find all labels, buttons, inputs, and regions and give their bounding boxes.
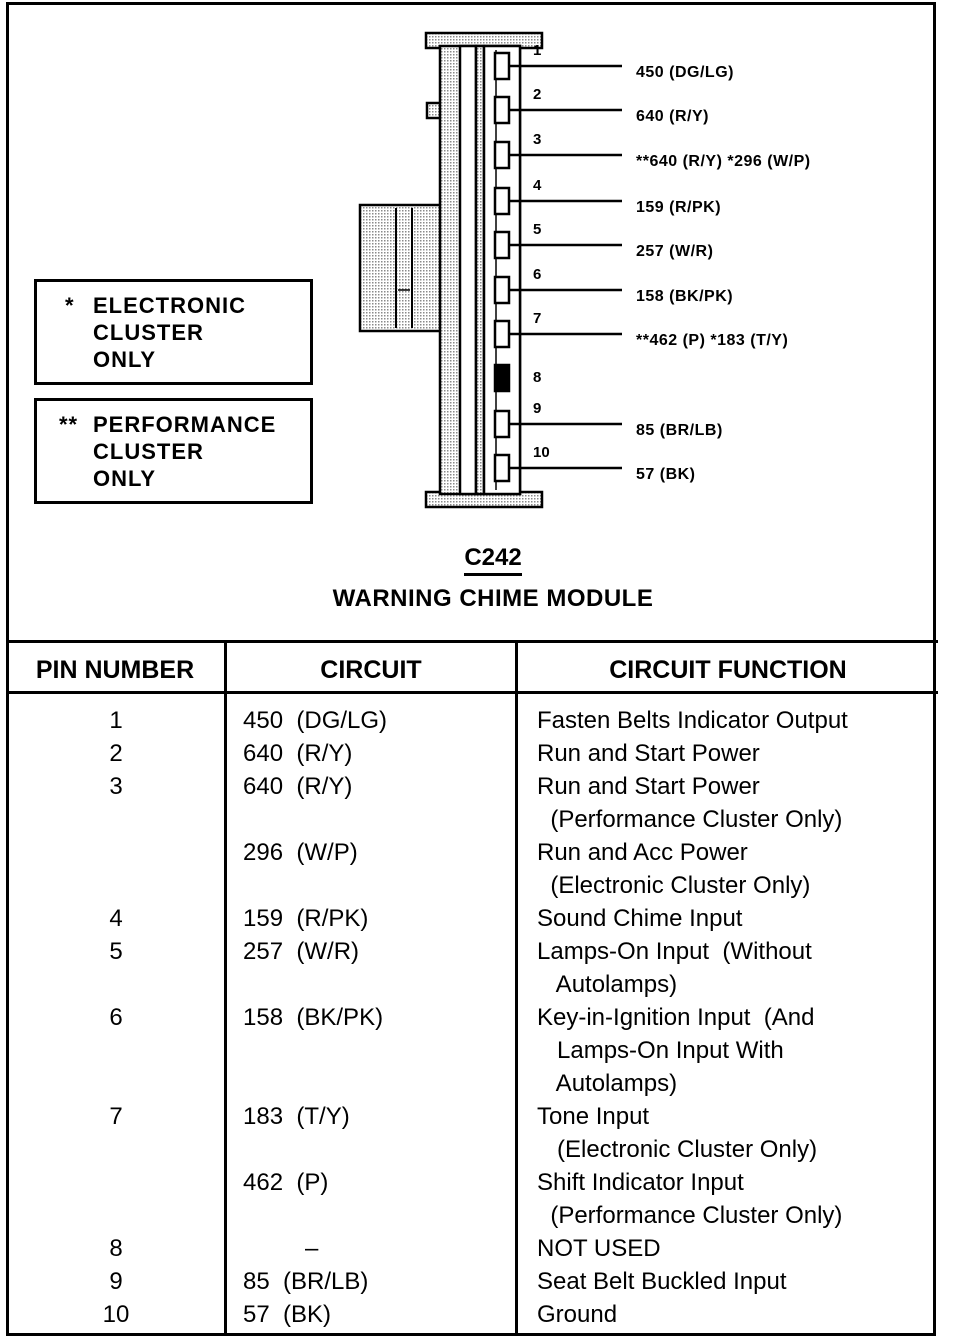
wire-label: 57 (BK) xyxy=(636,466,696,483)
table-cell-pin: 3 xyxy=(109,773,123,800)
table-cell-circuit: 183 (T/Y) xyxy=(243,1103,350,1130)
connector-body xyxy=(358,31,544,509)
pin-cavity xyxy=(493,275,511,305)
table-cell-pin: 8 xyxy=(109,1235,123,1262)
pin-cavities xyxy=(493,51,511,483)
table-cell-pin: 5 xyxy=(109,938,123,965)
pin-cavity xyxy=(493,140,511,170)
pin-number: 6 xyxy=(533,266,542,283)
note-mark: * xyxy=(65,293,75,318)
table-cell-function: NOT USED xyxy=(537,1235,661,1262)
wire-label: 159 (R/PK) xyxy=(636,199,722,216)
table-cell-pin: 1 xyxy=(109,707,123,734)
table-cell-function: Lamps-On Input (Without Autolamps) xyxy=(537,938,812,998)
table-cell-circuit: 640 (R/Y) xyxy=(243,773,353,800)
pin-cavity xyxy=(493,453,511,483)
connector-diagram xyxy=(358,31,622,509)
connector-id: C242 xyxy=(0,544,960,576)
table-cell-function: Key-in-Ignition Input (And Lamps-On Inpu… xyxy=(537,1004,815,1097)
wire-label: 640 (R/Y) xyxy=(636,108,709,125)
table-cell-function: Tone Input (Electronic Cluster Only) xyxy=(537,1103,818,1163)
pin-number: 3 xyxy=(533,131,542,148)
table-header-rule xyxy=(6,691,938,694)
table-cell-pin: 4 xyxy=(109,905,123,932)
table-cell-function: Run and Acc Power (Electronic Cluster On… xyxy=(537,839,811,899)
note-performance-cluster: ** PERFORMANCE CLUSTER ONLY xyxy=(34,398,313,504)
pin-number: 10 xyxy=(533,444,550,461)
note-text: PERFORMANCE CLUSTER ONLY xyxy=(93,412,277,491)
header-circuit-function: CIRCUIT FUNCTION xyxy=(609,656,847,684)
pin-cavity xyxy=(493,409,511,439)
table-cell-pin: 6 xyxy=(109,1004,123,1031)
wire-label: 85 (BR/LB) xyxy=(636,422,723,439)
pin-number: 7 xyxy=(533,310,542,327)
note-text: ELECTRONIC CLUSTER ONLY xyxy=(93,293,246,372)
table-cell-circuit: 640 (R/Y) xyxy=(243,740,353,767)
table-cell-pin: 10 xyxy=(102,1301,130,1328)
table-cell-function: Shift Indicator Input (Performance Clust… xyxy=(537,1169,843,1229)
pin-wires xyxy=(509,64,622,470)
pin-number: 8 xyxy=(533,369,542,386)
pin-cavity xyxy=(493,186,511,216)
pin-cavity xyxy=(493,363,511,393)
pin-cavity xyxy=(493,51,511,81)
pin-cavity xyxy=(493,95,511,125)
pin-number: 5 xyxy=(533,221,542,238)
table-cell-circuit: 257 (W/R) xyxy=(243,938,360,965)
table-cell-circuit: 296 (W/P) xyxy=(243,839,358,866)
table-cell-function: Ground xyxy=(537,1301,618,1328)
table-cell-circuit: 450 (DG/LG) xyxy=(243,707,388,734)
table-cell-function: Run and Start Power xyxy=(537,740,760,767)
table-col-rule xyxy=(515,640,518,1336)
table-top-rule xyxy=(6,640,938,643)
wire-label: 257 (W/R) xyxy=(636,243,714,260)
header-pin-number: PIN NUMBER xyxy=(35,656,195,684)
table-cell-circuit: 57 (BK) xyxy=(243,1301,332,1328)
table-cell-pin: 7 xyxy=(109,1103,123,1130)
connector-name: WARNING CHIME MODULE xyxy=(332,585,654,612)
table-cell-circuit: 462 (P) xyxy=(243,1169,329,1196)
pin-number: 2 xyxy=(533,86,542,103)
wire-label: **640 (R/Y) *296 (W/P) xyxy=(636,153,811,170)
wire-label: 450 (DG/LG) xyxy=(636,64,734,81)
table-cell-circuit: 85 (BR/LB) xyxy=(243,1268,369,1295)
table-cell-function: Fasten Belts Indicator Output xyxy=(537,707,848,734)
pin-number: 4 xyxy=(533,177,542,194)
pin-number: 1 xyxy=(533,42,542,59)
table-cell-pin: 9 xyxy=(109,1268,123,1295)
table-col-rule xyxy=(224,640,227,1336)
pin-cavity xyxy=(493,319,511,349)
pin-cavity xyxy=(493,230,511,260)
header-circuit: CIRCUIT xyxy=(320,656,422,684)
pin-number: 9 xyxy=(533,400,542,417)
table-cell-pin: 2 xyxy=(109,740,123,767)
table-cell-function: Run and Start Power (Performance Cluster… xyxy=(537,773,843,833)
wire-label: **462 (P) *183 (T/Y) xyxy=(636,332,789,349)
table-cell-function: Seat Belt Buckled Input xyxy=(537,1268,787,1295)
table-cell-circuit: 159 (R/PK) xyxy=(243,905,369,932)
table-cell-function: Sound Chime Input xyxy=(537,905,743,932)
diagram-frame xyxy=(6,2,936,1336)
table-cell-circuit: – xyxy=(305,1235,319,1262)
wire-label: 158 (BK/PK) xyxy=(636,288,734,305)
note-electronic-cluster: * ELECTRONIC CLUSTER ONLY xyxy=(34,279,313,385)
note-mark: ** xyxy=(59,412,79,437)
table-cell-circuit: 158 (BK/PK) xyxy=(243,1004,384,1031)
